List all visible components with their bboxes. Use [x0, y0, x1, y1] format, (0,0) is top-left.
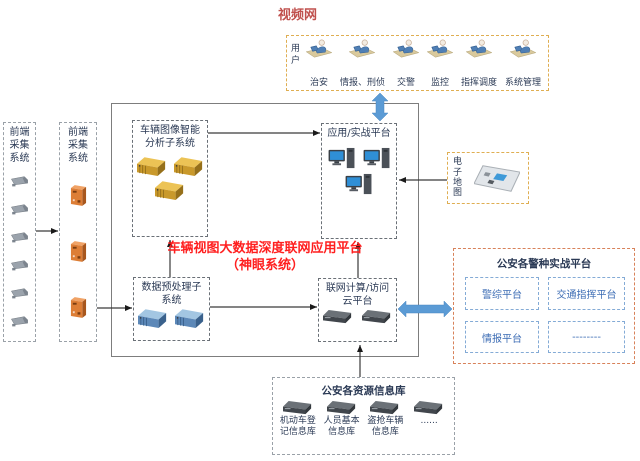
user-at-computer-icon [510, 39, 536, 59]
police-platform-jingzong: 警综平台 [465, 277, 539, 310]
resource-db-item-person: 人员基本信息库 [320, 401, 364, 439]
database-disk-icon [370, 401, 400, 416]
police-platform-traffic-command: 交通指挥平台 [548, 277, 625, 310]
police-platforms-title: 公安各警种实战平台 [496, 258, 592, 270]
flat-server-icon [361, 310, 393, 325]
vehicle-analysis-icons [133, 157, 207, 202]
electronic-map-label: 电子地图 [453, 157, 463, 199]
user-roles: 治安 情报、刑侦 交警 监控 指挥调度 系统管理 [306, 36, 548, 90]
resource-db-item-vehicle-reg: 机动车登记信息库 [276, 401, 320, 439]
rack-server-gold-icon [137, 157, 167, 178]
cloud-platform-box: 联网计算/访问云平台 [318, 278, 397, 342]
resource-db-title: 公安各资源信息库 [321, 385, 406, 397]
server-tower-icon [70, 296, 87, 319]
rack-server-blue-icon [175, 309, 205, 330]
user-role-label: 情报、刑侦 [339, 78, 385, 88]
app-platform-label: 应用/实战平台 [327, 128, 391, 139]
map-icon [474, 165, 520, 192]
user-at-computer-icon [349, 39, 375, 59]
user-at-computer-icon [306, 39, 332, 59]
preprocess-label: 数据预处理子系统 [141, 282, 202, 306]
server-tower-icon [70, 240, 87, 263]
users-side-label: 用户 [291, 44, 301, 67]
caption-line2: （神眼系统） [225, 257, 304, 273]
rack-server-blue-icon [138, 309, 168, 330]
server-tower-icon [70, 184, 87, 207]
cctv-camera-icon [8, 203, 31, 216]
desktop-computer-icon [363, 147, 391, 170]
desktop-computer-icon [328, 147, 356, 170]
resource-db-item-stolen-vehicle: 盗抢车辆信息库 [364, 401, 408, 439]
database-disk-icon [327, 401, 357, 416]
user-role-jiankong: 监控 [427, 39, 453, 88]
frontend-column-label: 前端采集系统 [68, 127, 88, 164]
cctv-camera-icon [8, 259, 31, 272]
user-role-label: 指挥调度 [460, 78, 497, 88]
video-network-title: 视频网 [278, 8, 318, 23]
resource-db-box: 公安各资源信息库 机动车登记信息库 人员基本信息库 盗抢车辆信息库 ...... [272, 377, 455, 455]
user-role-label: 监控 [430, 78, 449, 88]
rack-server-gold-icon [174, 157, 204, 178]
platform-caption: 车辆视图大数据深度联网应用平台 （神眼系统） [150, 241, 380, 275]
user-role-jiaojing: 交警 [393, 39, 419, 88]
vehicle-analysis-box: 车辆图像智能分析子系统 [132, 120, 208, 237]
preprocess-box: 数据预处理子系统 [133, 277, 210, 341]
police-platform-ellipsis: -------- [548, 321, 625, 353]
resource-db-item-ellipsis: ...... [407, 401, 451, 439]
resource-db-label: 人员基本信息库 [323, 416, 360, 438]
police-platforms-box: 公安各警种实战平台 警综平台 交通指挥平台 情报平台 -------- [453, 248, 635, 364]
vehicle-analysis-label: 车辆图像智能分析子系统 [140, 125, 200, 149]
resource-db-label: 机动车登记信息库 [279, 416, 316, 438]
user-role-label: 交警 [396, 78, 415, 88]
cctv-camera-icon [8, 315, 31, 328]
cloud-platform-label: 联网计算/访问云平台 [325, 283, 390, 307]
resource-db-label: 盗抢车辆信息库 [367, 416, 404, 438]
electronic-map-box: 电子地图 [447, 152, 529, 204]
user-at-computer-icon [466, 39, 492, 59]
user-role-label: 治安 [309, 78, 328, 88]
app-platform-box: 应用/实战平台 [321, 123, 397, 239]
police-platform-intelligence: 情报平台 [465, 321, 539, 353]
user-role-xitong-guanli: 系统管理 [505, 39, 541, 88]
database-disk-icon [283, 401, 313, 416]
camera-icon-stack [4, 165, 35, 341]
user-at-computer-icon [393, 39, 419, 59]
database-disk-icon [414, 401, 444, 416]
user-at-computer-icon [427, 39, 453, 59]
cctv-camera-icon [8, 231, 31, 244]
server-icon-stack [60, 165, 96, 341]
cctv-camera-icon [8, 287, 31, 300]
app-platform-icons [322, 147, 396, 196]
users-box: 用户 治安 情报、刑侦 交警 监控 指挥调度 [286, 35, 549, 91]
main-platform-box [111, 103, 419, 357]
desktop-computer-icon [345, 173, 373, 196]
rack-server-gold-icon [155, 181, 185, 202]
user-role-zhian: 治安 [306, 39, 332, 88]
user-role-zhihui-diaodu: 指挥调度 [461, 39, 497, 88]
cloud-platform-icons [319, 310, 396, 325]
frontend-camera-column: 前端采集系统 [3, 122, 36, 342]
user-role-label: 系统管理 [504, 78, 541, 88]
resource-db-items: 机动车登记信息库 人员基本信息库 盗抢车辆信息库 ...... [273, 398, 454, 439]
flat-server-icon [322, 310, 354, 325]
frontend-server-column: 前端采集系统 [59, 122, 97, 342]
resource-db-label: ...... [420, 416, 438, 426]
preprocess-icons [134, 309, 209, 330]
frontend-column-label: 前端采集系统 [9, 127, 30, 164]
user-role-qingbao-xingzhen: 情报、刑侦 [340, 39, 385, 88]
caption-line1: 车辆视图大数据深度联网应用平台 [167, 241, 363, 256]
cctv-camera-icon [8, 175, 31, 188]
